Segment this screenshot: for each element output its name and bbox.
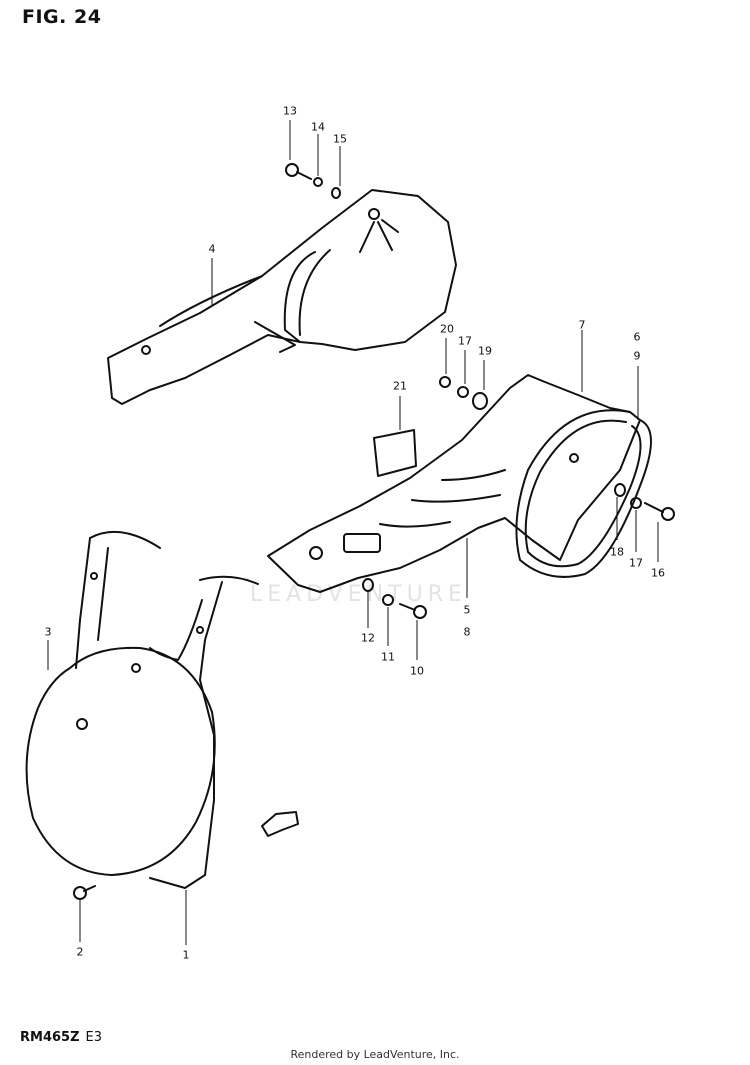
direction-arrow <box>261 811 299 837</box>
callout-2: 2 <box>76 945 84 959</box>
callout-11: 11 <box>381 650 395 664</box>
bolt-16 <box>644 502 675 521</box>
callout-19: 19 <box>478 344 492 358</box>
callout-13: 13 <box>283 104 297 118</box>
callout-4: 4 <box>208 242 216 256</box>
screw-13 <box>285 163 312 180</box>
callout-5: 5 <box>463 603 471 617</box>
leader-lines <box>47 120 659 945</box>
callout-21: 21 <box>393 379 407 393</box>
callout-16: 16 <box>651 566 665 580</box>
callout-1: 1 <box>182 948 190 962</box>
callout-6: 6 <box>633 330 641 344</box>
side-cover-upper <box>107 189 457 405</box>
collar-12 <box>362 578 374 592</box>
callout-10: 10 <box>410 664 424 678</box>
washer-14 <box>313 177 323 187</box>
callout-17-lower: 17 <box>629 556 643 570</box>
collar-18 <box>614 483 626 497</box>
washer-17-upper <box>457 386 469 398</box>
callout-20: 20 <box>440 322 454 336</box>
callout-15: 15 <box>333 132 347 146</box>
bolt-10 <box>399 603 427 619</box>
watermark: LEADVENTURE <box>250 582 467 607</box>
callout-9: 9 <box>633 349 641 363</box>
render-credit: Rendered by LeadVenture, Inc. <box>290 1048 460 1061</box>
collar-15 <box>331 187 341 199</box>
number-plate <box>25 531 259 889</box>
callout-8: 8 <box>463 625 471 639</box>
callout-17-upper: 17 <box>458 334 472 348</box>
figure-label: FIG. 24 <box>22 6 102 28</box>
side-cover-lower <box>267 374 652 593</box>
washer-11 <box>382 594 394 606</box>
model-code: RM465Z E3 <box>20 1030 102 1045</box>
callout-7: 7 <box>578 318 586 332</box>
washer-17-lower <box>630 497 642 509</box>
callout-18: 18 <box>610 545 624 559</box>
callout-14: 14 <box>311 120 325 134</box>
screw-2 <box>73 885 96 900</box>
nut-20 <box>439 376 451 388</box>
collar-19 <box>472 392 488 410</box>
model-code-text: RM465Z <box>20 1030 80 1045</box>
callout-12: 12 <box>361 631 375 645</box>
label-plate <box>373 429 417 477</box>
callout-3: 3 <box>44 625 52 639</box>
revision-code: E3 <box>85 1030 103 1045</box>
